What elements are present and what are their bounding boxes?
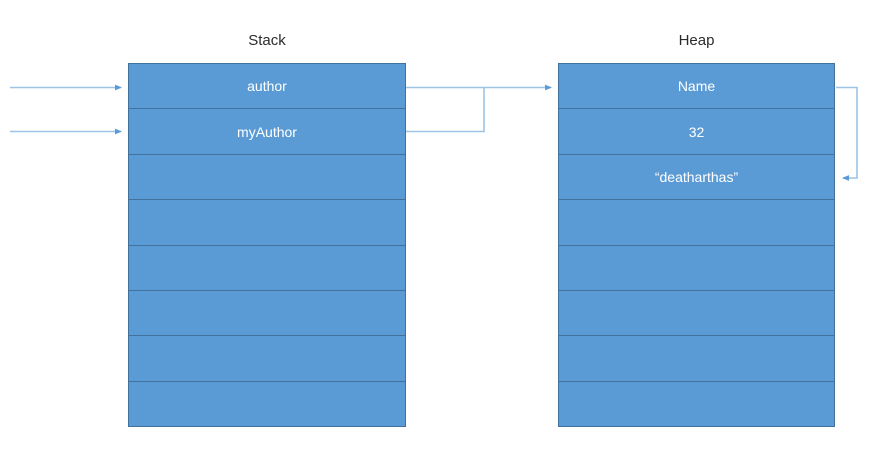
stack-cell — [129, 245, 405, 291]
heap-cell: 32 — [559, 109, 834, 155]
heap-cell — [559, 200, 834, 246]
myauthor-to-heap-connector — [406, 87, 485, 133]
stack-column-title: Stack — [248, 32, 286, 49]
stack-cell — [129, 200, 405, 246]
heap-cell — [559, 290, 834, 337]
stack-cell — [129, 336, 405, 382]
stack-cell: myAuthor — [129, 109, 405, 155]
heap-column-title: Heap — [678, 32, 715, 49]
heap-memory-column: Name 32 “deatharthas” — [558, 63, 835, 427]
stack-cell — [129, 154, 405, 201]
stack-cell: author — [129, 64, 405, 110]
heap-cell — [559, 381, 834, 426]
heap-cell: “deatharthas” — [559, 154, 834, 201]
stack-cell — [129, 381, 405, 426]
stack-cell — [129, 290, 405, 337]
stack-memory-column: author myAuthor — [128, 63, 406, 427]
heap-cell: Name — [559, 64, 834, 110]
heap-cell — [559, 245, 834, 291]
heap-name-to-string-arrow-icon — [836, 86, 858, 181]
heap-cell — [559, 336, 834, 382]
